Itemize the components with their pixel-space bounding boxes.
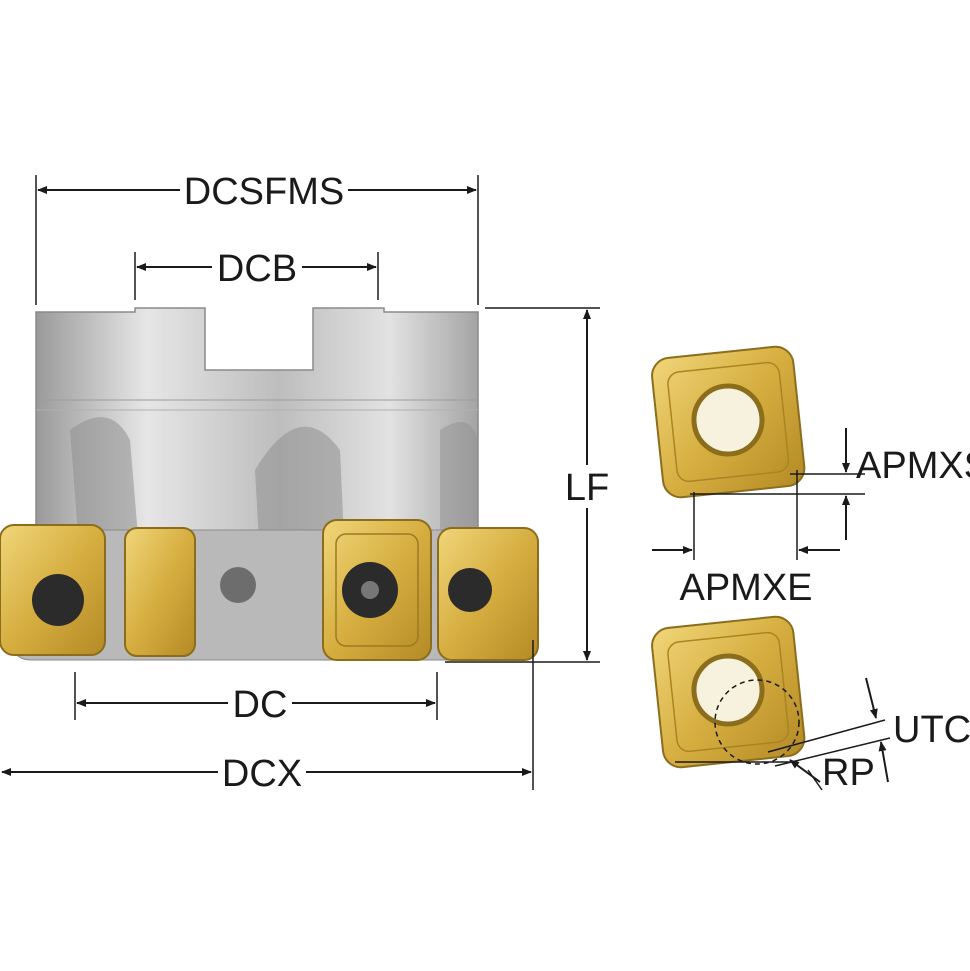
mounted-insert-center (322, 519, 432, 661)
dim-label-dc: DC (233, 684, 288, 726)
dim-label-lf: LF (565, 467, 609, 509)
mounted-insert-left (0, 524, 106, 656)
mounted-insert-right (437, 527, 539, 661)
torx-screw-icon (32, 574, 84, 626)
insert-detail-top (651, 345, 806, 499)
torx-screw-icon (448, 568, 492, 612)
dim-label-dcx: DCX (222, 753, 302, 795)
dim-label-apmxs: APMXS (856, 445, 970, 487)
dim-label-rp: RP (822, 752, 875, 794)
dim-label-utc: UTC (893, 709, 970, 751)
dim-label-dcb: DCB (217, 248, 297, 290)
mounted-insert-center-left (124, 527, 196, 657)
dim-label-dcsfms: DCSFMS (184, 171, 344, 213)
corner-radius-circle (714, 679, 800, 765)
dim-label-apmxe: APMXE (679, 567, 812, 609)
